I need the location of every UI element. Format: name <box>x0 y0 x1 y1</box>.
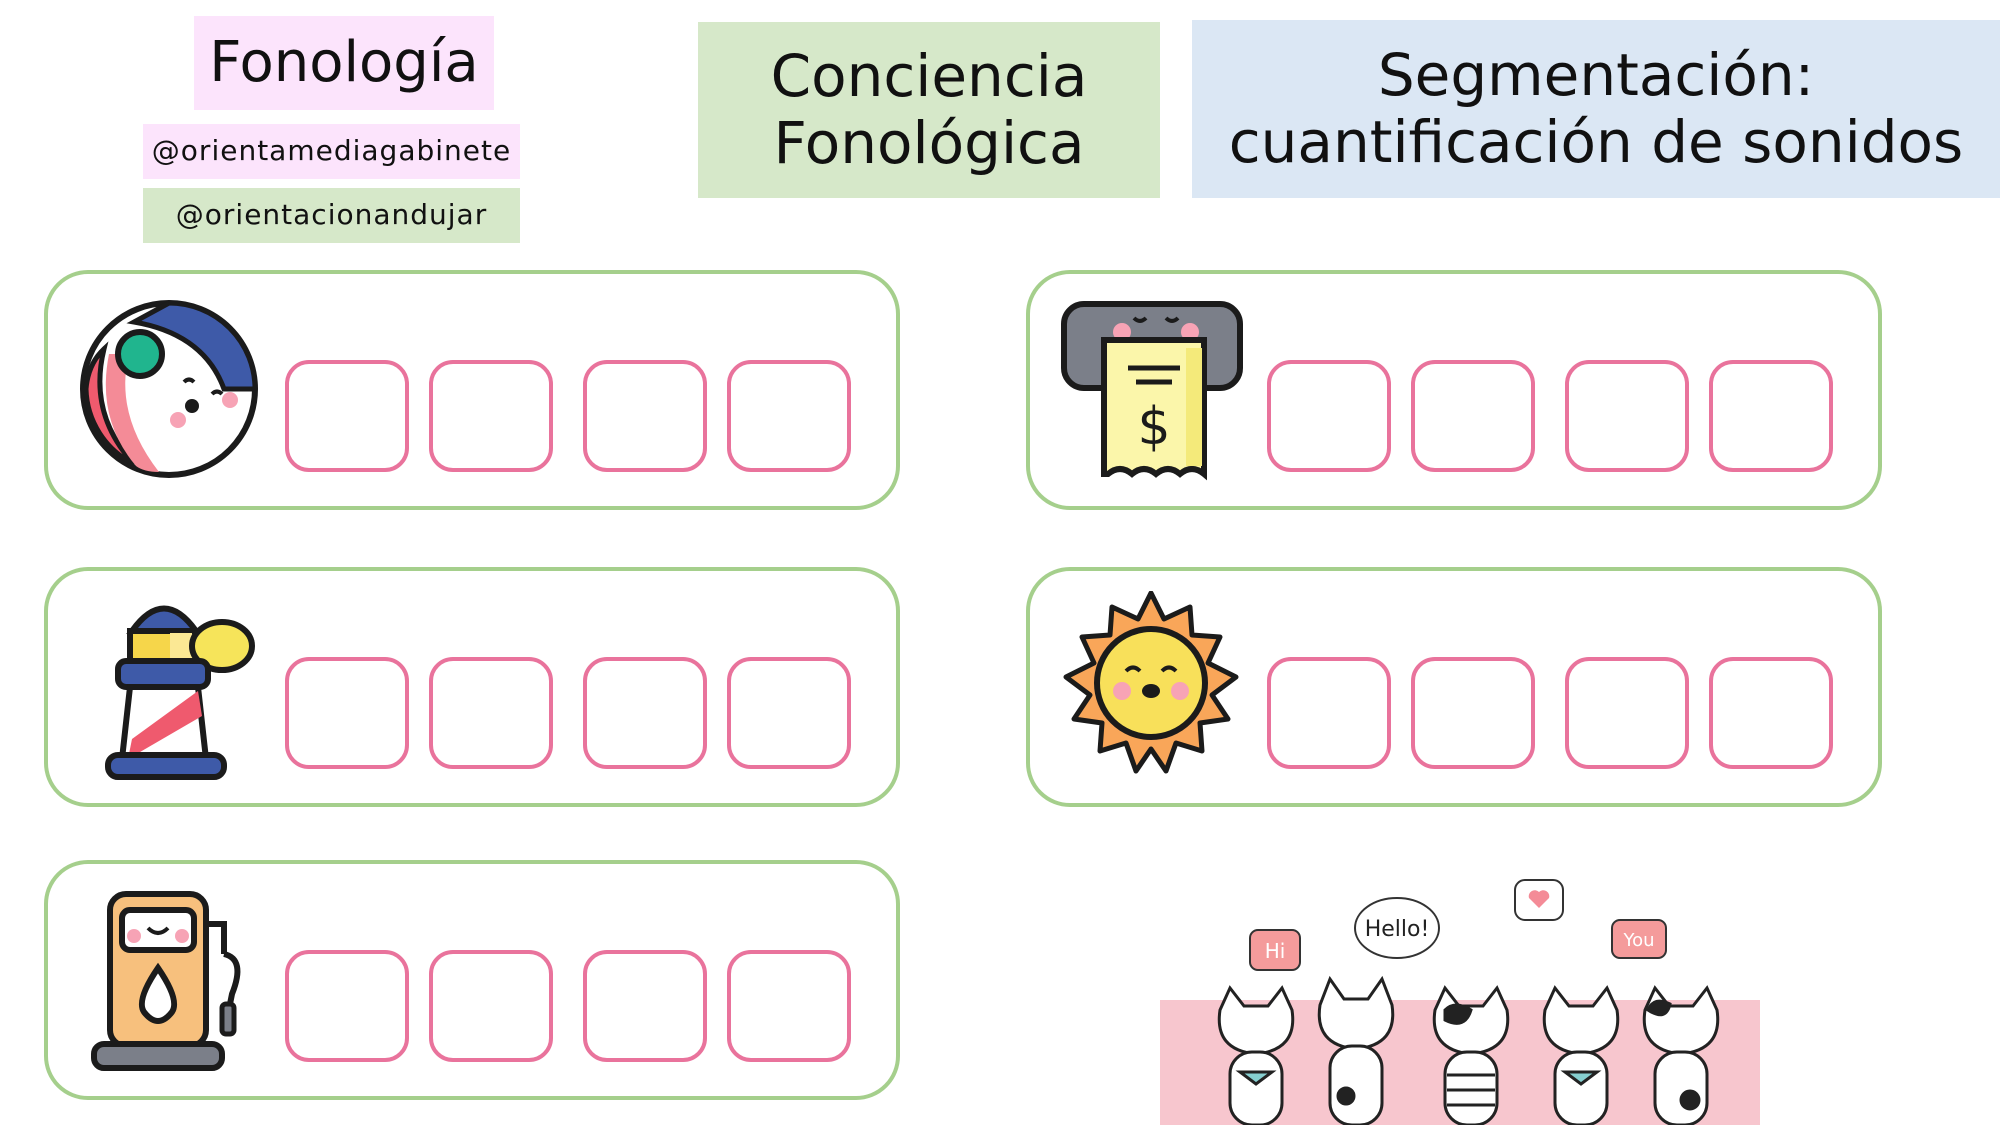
phoneme-slot-3[interactable] <box>1565 657 1689 769</box>
cat-4 <box>1542 985 1620 1125</box>
phoneme-slot-3[interactable] <box>583 360 707 472</box>
phoneme-slot-2[interactable] <box>1411 657 1535 769</box>
phoneme-slot-1[interactable] <box>1267 657 1391 769</box>
bubble-you-text: You <box>1622 930 1654 951</box>
phoneme-slot-3[interactable] <box>583 657 707 769</box>
speech-bubble-heart <box>1514 879 1564 921</box>
phoneme-slot-2[interactable] <box>429 950 553 1062</box>
cat-3 <box>1432 985 1510 1125</box>
phoneme-slot-4[interactable] <box>1709 360 1833 472</box>
cat-2 <box>1317 975 1395 1125</box>
phoneme-slot-4[interactable] <box>727 950 851 1062</box>
phoneme-slot-2[interactable] <box>1411 360 1535 472</box>
speech-bubble-you: You <box>1611 919 1667 959</box>
phoneme-slot-3[interactable] <box>583 950 707 1062</box>
receipt-printer-icon: $ <box>1061 301 1243 481</box>
page-title: Fonología <box>194 16 494 110</box>
social-handle-2: @orientacionandujar <box>143 188 520 243</box>
subtitle-line-1: Conciencia <box>770 42 1088 111</box>
cat-5 <box>1642 985 1720 1125</box>
phoneme-slot-1[interactable] <box>285 360 409 472</box>
exercise-card-ball <box>44 270 900 510</box>
phoneme-slot-4[interactable] <box>727 657 851 769</box>
phoneme-slot-1[interactable] <box>285 657 409 769</box>
svg-text:$: $ <box>1137 397 1170 457</box>
speech-bubble-hello: Hello! <box>1354 897 1440 959</box>
phoneme-slot-1[interactable] <box>1267 360 1391 472</box>
social-handle-1: @orientamediagabinete <box>143 124 520 179</box>
speech-bubble-hi: Hi <box>1249 929 1301 971</box>
activity-title-box: Segmentación: cuantificación de sonidos <box>1192 20 2000 198</box>
sun-icon <box>1063 591 1239 774</box>
gas-pump-icon <box>91 891 241 1071</box>
exercise-card-receipt: $ <box>1026 270 1882 510</box>
exercise-card-lighthouse <box>44 567 900 807</box>
bubble-hello-text: Hello! <box>1365 917 1430 942</box>
lighthouse-icon <box>105 605 255 780</box>
activity-title-line-1: Segmentación: <box>1377 41 1815 110</box>
exercise-card-gas-pump <box>44 860 900 1100</box>
phoneme-slot-4[interactable] <box>1709 657 1833 769</box>
cats-group <box>1217 975 1720 1125</box>
beach-ball-icon <box>80 300 258 478</box>
phoneme-slot-2[interactable] <box>429 360 553 472</box>
cat-1 <box>1217 985 1295 1125</box>
phoneme-slot-1[interactable] <box>285 950 409 1062</box>
bubble-hi-text: Hi <box>1265 939 1286 963</box>
phoneme-slot-3[interactable] <box>1565 360 1689 472</box>
subtitle-box: Conciencia Fonológica <box>698 22 1160 198</box>
activity-title-line-2: cuantificación de sonidos <box>1228 108 1964 176</box>
cats-banner-icon: Hi Hello! You <box>1160 879 1760 1125</box>
exercise-card-sun <box>1026 567 1882 807</box>
subtitle-line-2: Fonológica <box>773 109 1085 177</box>
phoneme-slot-2[interactable] <box>429 657 553 769</box>
phoneme-slot-4[interactable] <box>727 360 851 472</box>
